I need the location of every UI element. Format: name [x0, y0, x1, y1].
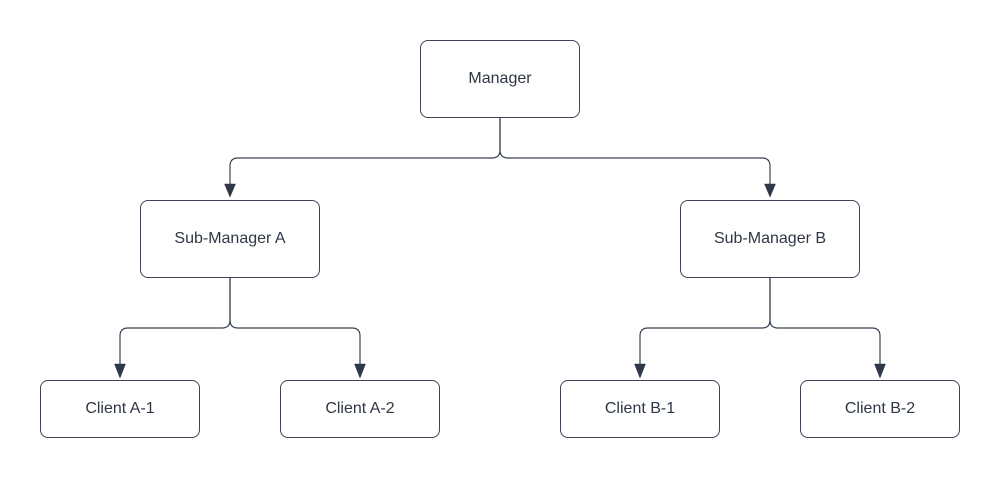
node-sub-manager-b[interactable]: Sub-Manager B — [680, 200, 860, 278]
node-client-b2[interactable]: Client B-2 — [800, 380, 960, 438]
edge-manager-sub-b — [499, 118, 776, 198]
node-client-a1[interactable]: Client A-1 — [40, 380, 200, 438]
node-sub-manager-a[interactable]: Sub-Manager A — [140, 200, 320, 278]
node-label: Manager — [468, 70, 532, 87]
node-client-b1[interactable]: Client B-1 — [560, 380, 720, 438]
node-manager[interactable]: Manager — [420, 40, 580, 118]
edge-sub-b-client-b1 — [634, 278, 771, 379]
edge-sub-a-client-a2 — [229, 278, 366, 379]
edge-sub-a-client-a1 — [114, 278, 231, 379]
node-label: Client B-2 — [844, 400, 916, 417]
edge-manager-sub-a — [224, 118, 501, 198]
node-label: Sub-Manager A — [174, 230, 286, 247]
node-label: Sub-Manager B — [713, 230, 827, 247]
node-label: Client B-1 — [604, 400, 676, 417]
node-label: Client A-2 — [325, 400, 395, 417]
node-label: Client A-1 — [85, 400, 155, 417]
edge-sub-b-client-b2 — [769, 278, 886, 379]
node-client-a2[interactable]: Client A-2 — [280, 380, 440, 438]
